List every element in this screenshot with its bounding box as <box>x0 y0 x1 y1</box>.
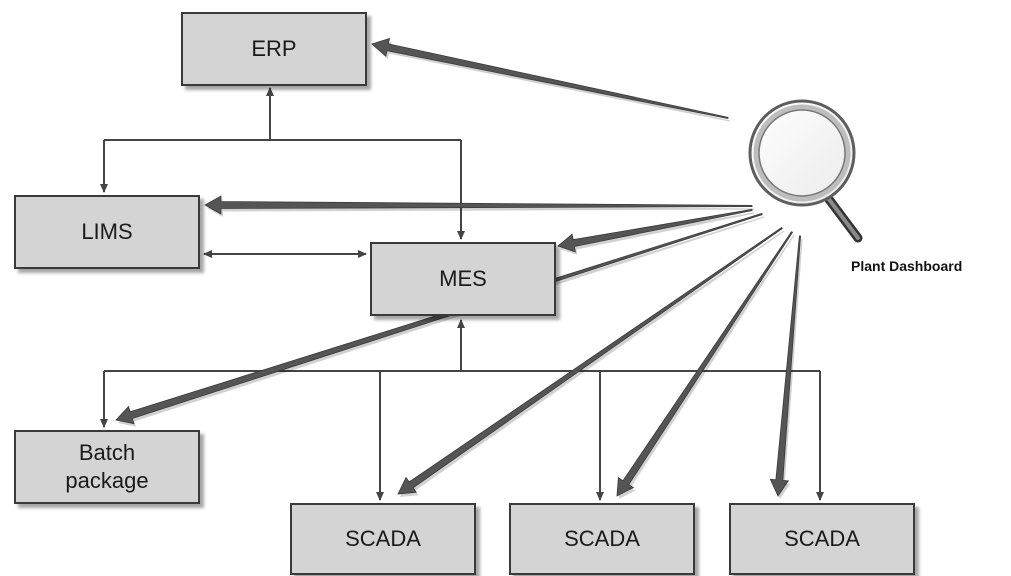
dashboard-arrow-shadow-lims <box>207 199 755 218</box>
mes-label: MES <box>439 266 487 291</box>
batch-package-label: Batch package <box>65 440 149 493</box>
scada-node-3: SCADA <box>729 503 915 575</box>
lims-label: LIMS <box>81 219 133 244</box>
dashboard-arrow-shadow-scada_3 <box>772 238 803 500</box>
scada-label-1: SCADA <box>345 526 421 551</box>
scada-node-1: SCADA <box>290 503 476 575</box>
dashboard-arrow-erp <box>371 37 729 120</box>
batch-package-node: Batch package <box>14 430 200 504</box>
scada-label-3: SCADA <box>784 526 860 551</box>
scada-label-2: SCADA <box>564 526 640 551</box>
dashboard-arrow-shadow-scada_2 <box>619 234 795 499</box>
erp-node: ERP <box>181 12 367 86</box>
mes-node: MES <box>370 242 556 316</box>
lims-node: LIMS <box>14 195 200 269</box>
dashboard-arrow-mes <box>557 208 753 253</box>
plant-dashboard-label: Plant Dashboard <box>851 258 963 274</box>
dashboard-arrow-batch <box>115 212 763 425</box>
scada-node-2: SCADA <box>509 503 695 575</box>
erp-label: ERP <box>251 36 297 61</box>
dashboard-arrow-scada_1 <box>397 226 783 495</box>
dashboard-arrow-shadow-scada_1 <box>400 230 785 497</box>
dashboard-arrow-shadow-batch <box>118 216 765 427</box>
magnifier-icon <box>748 99 863 243</box>
dashboard-arrow-shadow-mes <box>560 212 755 255</box>
dashboard-arrow-scada_2 <box>616 231 794 497</box>
dashboard-arrow-lims <box>204 195 753 215</box>
dashboard-arrow-scada_3 <box>769 235 802 497</box>
dashboard-arrows <box>115 37 803 500</box>
